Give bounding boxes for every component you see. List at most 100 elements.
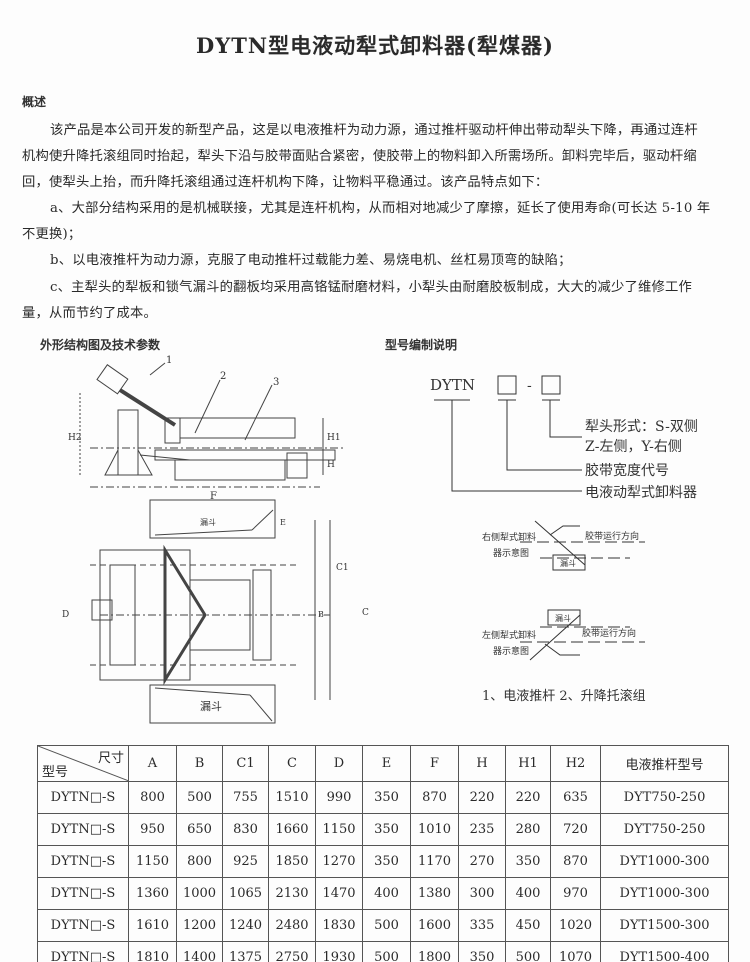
value-cell: 500 (176, 781, 223, 814)
overview-line: b、以电液推杆为动力源，克服了电动推杆过载能力差、易烧电机、丝杠易顶弯的缺陷； (50, 253, 572, 268)
label-c1: C1 (336, 563, 349, 573)
value-cell: 990 (315, 781, 363, 814)
right-side-schematic: 右侧犁式卸料 器示意图 胶带运行方向 漏斗 (482, 520, 645, 571)
value-cell: 1375 (222, 941, 269, 962)
overview-line: 回，使犁头上抬，而升降托滚组通过连杆机构下降，让物料平稳通过。该产品特点如下： (22, 175, 549, 190)
model-cell: DYTN□-S (37, 877, 129, 910)
value-cell: 220 (458, 781, 506, 814)
value-cell: 755 (222, 781, 269, 814)
value-cell: 350 (505, 845, 551, 878)
value-cell: 400 (362, 877, 411, 910)
plow-type-line-1: 犁头形式：S-双侧 (585, 419, 698, 435)
overview-line: a、大部分结构采用的是机械联接，尤其是连杆机构，从而相对地减少了摩擦，延长了使用… (50, 201, 711, 216)
value-cell: 1660 (268, 813, 316, 846)
value-cell: 1930 (315, 941, 363, 962)
value-cell: 350 (362, 813, 411, 846)
value-cell: 1000 (176, 877, 223, 910)
column-header: F (410, 745, 459, 782)
value-cell: 970 (550, 877, 601, 910)
value-cell: 1830 (315, 909, 363, 942)
belt-direction-label: 胶带运行方向 (585, 530, 639, 542)
value-cell: 2130 (268, 877, 316, 910)
label-d: D (62, 610, 69, 620)
value-cell: 800 (128, 781, 177, 814)
value-cell: 925 (222, 845, 269, 878)
value-cell: 220 (505, 781, 551, 814)
value-cell: 350 (362, 845, 411, 878)
label-c: C (362, 608, 369, 618)
model-cell: DYTN□-S (37, 781, 129, 814)
value-cell: 300 (458, 877, 506, 910)
column-header: H2 (550, 745, 601, 782)
value-cell: 1240 (222, 909, 269, 942)
value-cell: 1170 (410, 845, 459, 878)
model-cell: DYTN□-S (37, 941, 129, 962)
value-cell: 1270 (315, 845, 363, 878)
right-schematic-label-1: 右侧犁式卸料 (482, 531, 536, 543)
column-header: D (315, 745, 363, 782)
value-cell: 950 (128, 813, 177, 846)
corner-label-model: 型号 (42, 765, 69, 780)
parts-legend: 1、电液推杆 2、升降托滚组 (482, 688, 646, 704)
value-cell: 2750 (268, 941, 316, 962)
label-2: 2 (220, 371, 226, 382)
label-h1: H1 (327, 433, 341, 443)
structure-drawing: 1 2 3 H2 H1 H F 漏斗 E C1 C D B 漏斗 (62, 355, 369, 724)
column-header: C (268, 745, 316, 782)
belt-direction-label: 胶带运行方向 (582, 627, 636, 639)
hopper-bottom (149, 684, 276, 724)
value-cell: 1610 (128, 909, 177, 942)
value-cell: DYT750-250 (600, 813, 729, 846)
value-cell: 870 (550, 845, 601, 878)
value-cell: 500 (362, 941, 411, 962)
right-schematic-label-2: 器示意图 (493, 547, 529, 559)
column-header: C1 (222, 745, 269, 782)
value-cell: 1810 (128, 941, 177, 962)
value-cell: 1360 (128, 877, 177, 910)
column-header: H1 (505, 745, 551, 782)
model-code: DYTN (430, 376, 475, 394)
overview-line: 量，从而节约了成本。 (22, 306, 157, 321)
column-header: B (176, 745, 223, 782)
column-header: A (128, 745, 177, 782)
model-code-diagram: DYTN - 犁头形式：S-双侧 Z-左侧，Y-右侧 胶带宽度代号 电液动犁式卸… (430, 375, 698, 704)
value-cell: DYT1500-400 (600, 941, 729, 962)
value-cell: 1470 (315, 877, 363, 910)
value-cell: 870 (410, 781, 459, 814)
motor-icon (91, 599, 113, 621)
model-cell: DYTN□-S (37, 845, 129, 878)
hopper-top (149, 499, 276, 539)
label-3: 3 (273, 377, 279, 388)
value-cell: 335 (458, 909, 506, 942)
overview-line: 该产品是本公司开发的新型产品，这是以电液推杆为动力源，通过推杆驱动杆伸出带动犁头… (50, 123, 698, 138)
value-cell: 1850 (268, 845, 316, 878)
value-cell: DYT1000-300 (600, 877, 729, 910)
label-h2: H2 (68, 433, 82, 443)
value-cell: 1400 (176, 941, 223, 962)
value-cell: 280 (505, 813, 551, 846)
model-dash: - (527, 378, 532, 394)
value-cell: 1020 (550, 909, 601, 942)
table-corner-cell: 尺寸 型号 (37, 745, 129, 782)
hopper-label: 漏斗 (555, 613, 571, 623)
value-cell: 500 (362, 909, 411, 942)
value-cell: 350 (362, 781, 411, 814)
belt-width-code: 胶带宽度代号 (585, 462, 669, 479)
structure-heading: 外形结构图及技术参数 (40, 338, 161, 352)
model-cell: DYTN□-S (37, 813, 129, 846)
column-header: E (362, 745, 411, 782)
value-cell: DYT1000-300 (600, 845, 729, 878)
side-view (79, 362, 345, 488)
value-cell: 270 (458, 845, 506, 878)
left-side-schematic: 左侧犁式卸料 器示意图 胶带运行方向 漏斗 (482, 609, 645, 661)
value-cell: 1065 (222, 877, 269, 910)
value-cell: 830 (222, 813, 269, 846)
value-cell: 500 (505, 941, 551, 962)
product-name: 电液动犁式卸料器 (585, 485, 697, 501)
value-cell: 1010 (410, 813, 459, 846)
